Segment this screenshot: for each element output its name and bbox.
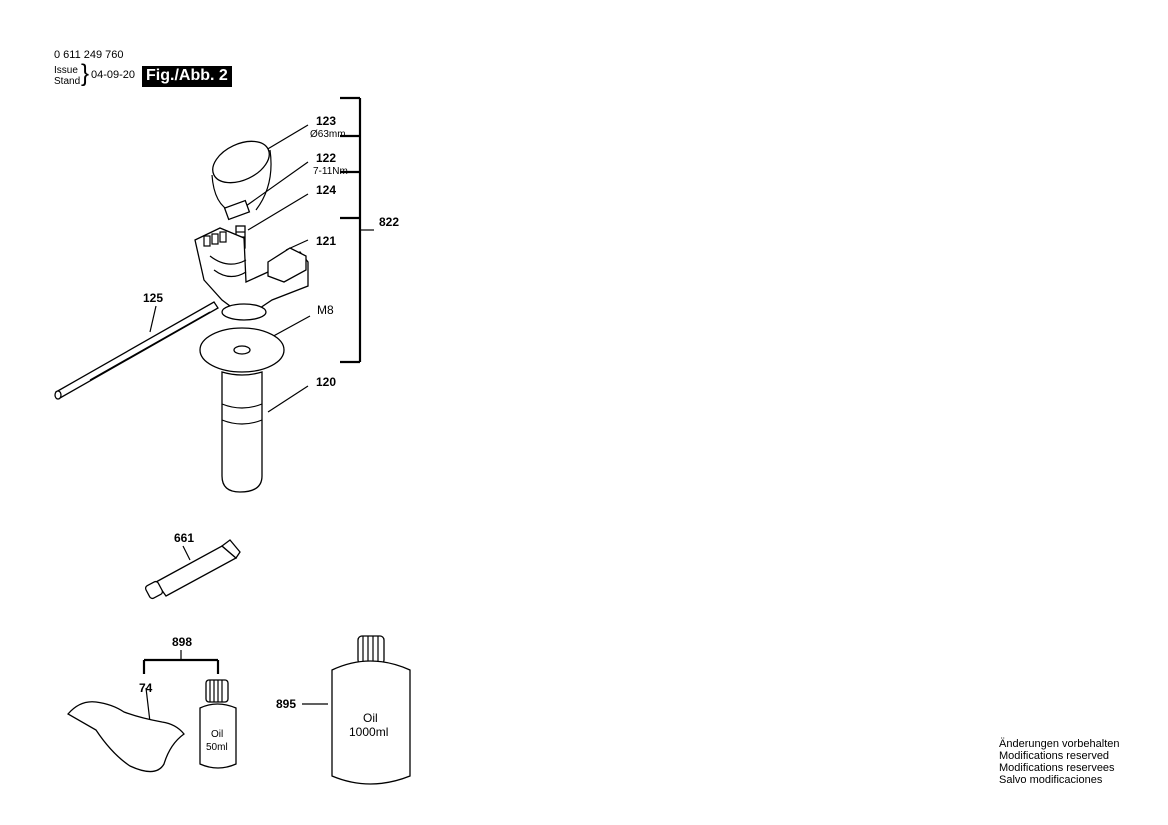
notice-es: Salvo modificaciones [999, 774, 1103, 786]
callout-121: 121 [316, 234, 336, 248]
small-oil-bottle [199, 679, 237, 769]
stand-label: Stand [54, 76, 81, 87]
depth-rod-125 [54, 301, 219, 400]
issue-date: 04-09-20 [91, 69, 136, 81]
issue-label: Issue [54, 65, 78, 76]
notice-fr: Modifications reservees [999, 762, 1115, 774]
callout-822: 822 [379, 215, 399, 229]
callout-122: 122 [316, 151, 336, 165]
grease-tube-661 [144, 539, 241, 600]
handle-holder-121 [194, 227, 309, 321]
large-bottle-oil-label: Oil [363, 711, 378, 725]
callout-120: 120 [316, 375, 336, 389]
callout-125: 125 [143, 291, 163, 305]
modifications-notice: Änderungen vorbehalten Modifications res… [999, 738, 1119, 786]
callout-123-spec: Ø63mm [310, 129, 346, 140]
callout-661: 661 [174, 531, 194, 545]
notice-en: Modifications reserved [999, 750, 1110, 762]
figure-label: Fig./Abb. 2 [142, 66, 232, 87]
issue-stand-label: Issue Stand [54, 65, 80, 87]
small-bottle-oil-label: Oil [211, 729, 223, 740]
callout-74: 74 [139, 681, 153, 695]
brace-glyph: } [81, 60, 90, 87]
callout-895: 895 [276, 697, 296, 711]
callout-123: 123 [316, 114, 336, 128]
small-bottle-volume: 50ml [206, 742, 228, 753]
notice-de: Änderungen vorbehalten [999, 738, 1120, 750]
large-oil-bottle [331, 635, 411, 785]
callout-898: 898 [172, 635, 192, 649]
callout-124: 124 [316, 183, 336, 197]
callout-m8: M8 [317, 303, 334, 317]
auxiliary-handle-120 [199, 327, 285, 493]
callout-122-spec: 7-11Nm [313, 166, 348, 177]
bracket-822 [340, 96, 374, 364]
cloth-74 [66, 701, 185, 773]
leader-lines [142, 124, 328, 723]
clamp-band-123 [211, 140, 272, 221]
large-bottle-volume: 1000ml [349, 725, 388, 739]
part-number: 0 611 249 760 [54, 49, 124, 61]
